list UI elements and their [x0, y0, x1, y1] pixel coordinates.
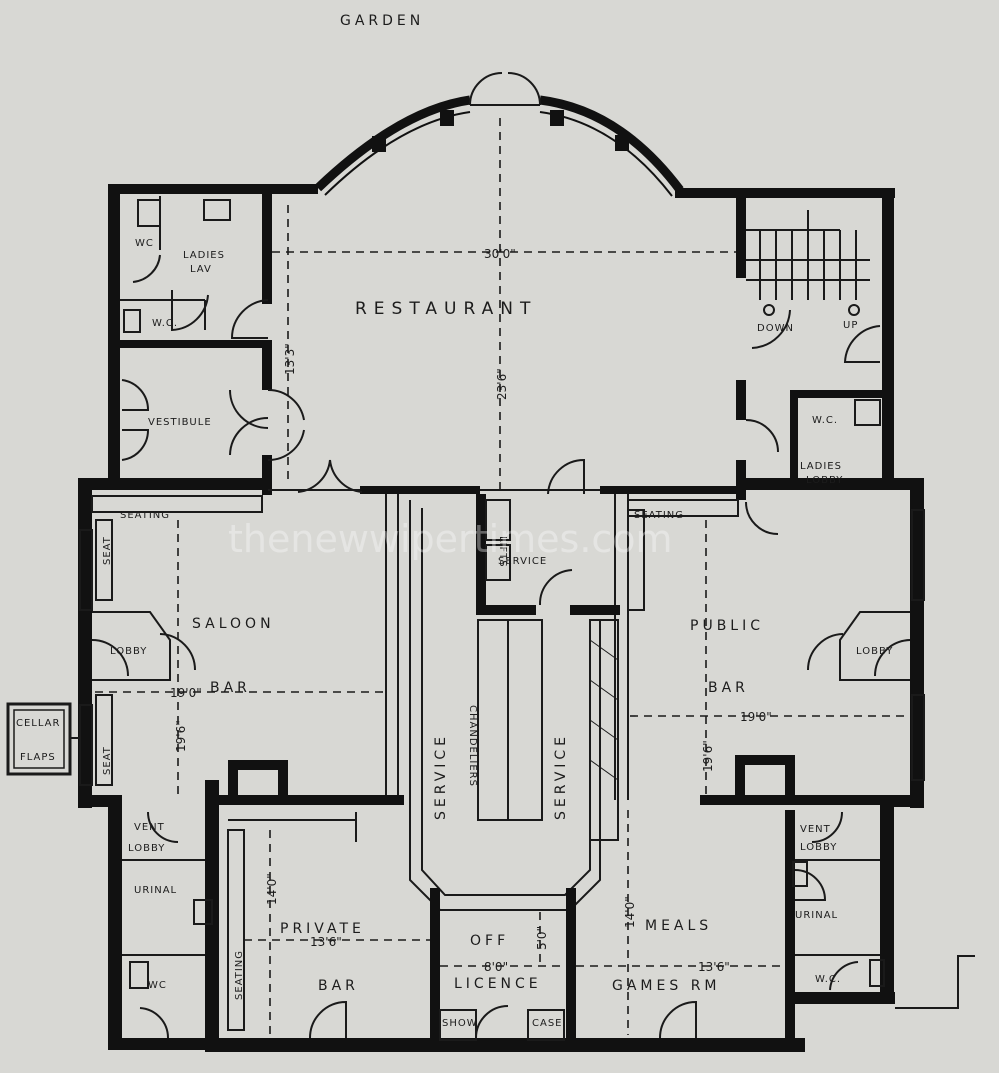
- public-bar-label-1: PUBLIC: [690, 618, 764, 634]
- lifts-label: LIFTS: [497, 536, 508, 568]
- wc-label-top: WC: [135, 238, 154, 249]
- service-label-left: SERVICE: [433, 733, 449, 820]
- room-labels: RESTAURANT LADIES LAV WC W.C. VESTIBULE …: [16, 238, 893, 1029]
- seat-label-saloon-bottom: SEAT: [102, 746, 113, 775]
- restaurant-label: RESTAURANT: [355, 299, 537, 319]
- dim-games-width: 13'6": [698, 960, 730, 974]
- down-label: DOWN: [757, 323, 794, 334]
- games-rm-label: GAMES RM: [612, 978, 721, 994]
- seating-label-private: SEATING: [234, 950, 245, 1000]
- off-licence-label-1: OFF: [470, 933, 509, 949]
- wc-label-lav: W.C.: [152, 318, 178, 329]
- wc-label-east-bottom: W.C.: [815, 974, 841, 985]
- service-label-top: SERVICE: [498, 556, 547, 567]
- restaurant-bay: [314, 72, 684, 197]
- private-bar-label-1: PRIVATE: [280, 921, 365, 937]
- vestibule-label: VESTIBULE: [148, 417, 212, 428]
- chandeliers-label: CHANDELIERS: [467, 705, 478, 787]
- ladies-lav-label-1: LADIES: [183, 250, 225, 261]
- dim-saloon-depth: 19'6": [174, 720, 188, 752]
- service-label-right: SERVICE: [553, 733, 569, 820]
- dim-off-width: 8'0": [484, 960, 508, 974]
- show-label: SHOW: [442, 1018, 478, 1029]
- cellar-flaps-label-1: CELLAR: [16, 718, 60, 729]
- dim-restaurant-depth: 23'6": [495, 368, 509, 400]
- vent-lobby-label-east-1: VENT: [800, 824, 831, 835]
- vent-lobby-label-west-2: LOBBY: [128, 843, 165, 854]
- interior-partitions: [6, 196, 975, 1050]
- ladies-lav-label-2: LAV: [190, 264, 212, 275]
- up-label: UP: [843, 320, 858, 331]
- lobby-label-east: LOBBY: [856, 646, 893, 657]
- vent-lobby-label-west-1: VENT: [134, 822, 165, 833]
- outer-walls: [78, 184, 924, 1052]
- ladies-lobby-label-1: LADIES: [800, 461, 842, 472]
- dim-saloon-width: 19'0": [170, 686, 202, 700]
- cellar-flaps-label-2: FLAPS: [20, 752, 56, 763]
- dim-restaurant-side: 13'3": [283, 343, 297, 375]
- dim-games-depth: 14'0": [623, 896, 637, 928]
- dim-private-depth: 14'0": [265, 873, 279, 905]
- dim-off-depth: 5'0": [535, 926, 549, 950]
- dim-public-width: 19'0": [740, 710, 772, 724]
- lobby-label-west: LOBBY: [110, 646, 147, 657]
- seating-label-public: SEATING: [634, 510, 684, 521]
- urinal-label-west: URINAL: [134, 885, 177, 896]
- dim-private-width: 13'6": [310, 935, 342, 949]
- dimension-labels: 30'0" 23'6" 13'3" 19'0" 19'6" 19'0" 19'6…: [170, 247, 772, 974]
- off-licence-label-2: LICENCE: [454, 976, 542, 992]
- saloon-bar-label-2: BAR: [210, 680, 251, 696]
- dimension-lines: [95, 118, 910, 1035]
- public-bar-label-2: BAR: [708, 680, 749, 696]
- dim-restaurant-width: 30'0": [484, 247, 516, 261]
- meals-label: MEALS: [645, 918, 712, 934]
- vent-lobby-label-east-2: LOBBY: [800, 842, 837, 853]
- seating-label-saloon: SEATING: [120, 510, 170, 521]
- saloon-bar-label-1: SALOON: [192, 616, 275, 632]
- dim-public-depth: 19'6": [701, 740, 715, 772]
- urinal-label-east: URINAL: [795, 910, 838, 921]
- seat-label-saloon-top: SEAT: [102, 536, 113, 565]
- door-swings: [91, 254, 911, 1039]
- staircase: [746, 210, 870, 316]
- ladies-lobby-label-2: LOBBY: [806, 475, 843, 486]
- garden-label: GARDEN: [340, 13, 424, 29]
- private-bar-label-2: BAR: [318, 978, 359, 994]
- wc-label-ladies: W.C.: [812, 415, 838, 426]
- wc-label-west-bottom: WC: [148, 980, 167, 991]
- watermark: thenewwipertimes.com: [228, 517, 673, 561]
- case-label: CASE: [532, 1018, 563, 1029]
